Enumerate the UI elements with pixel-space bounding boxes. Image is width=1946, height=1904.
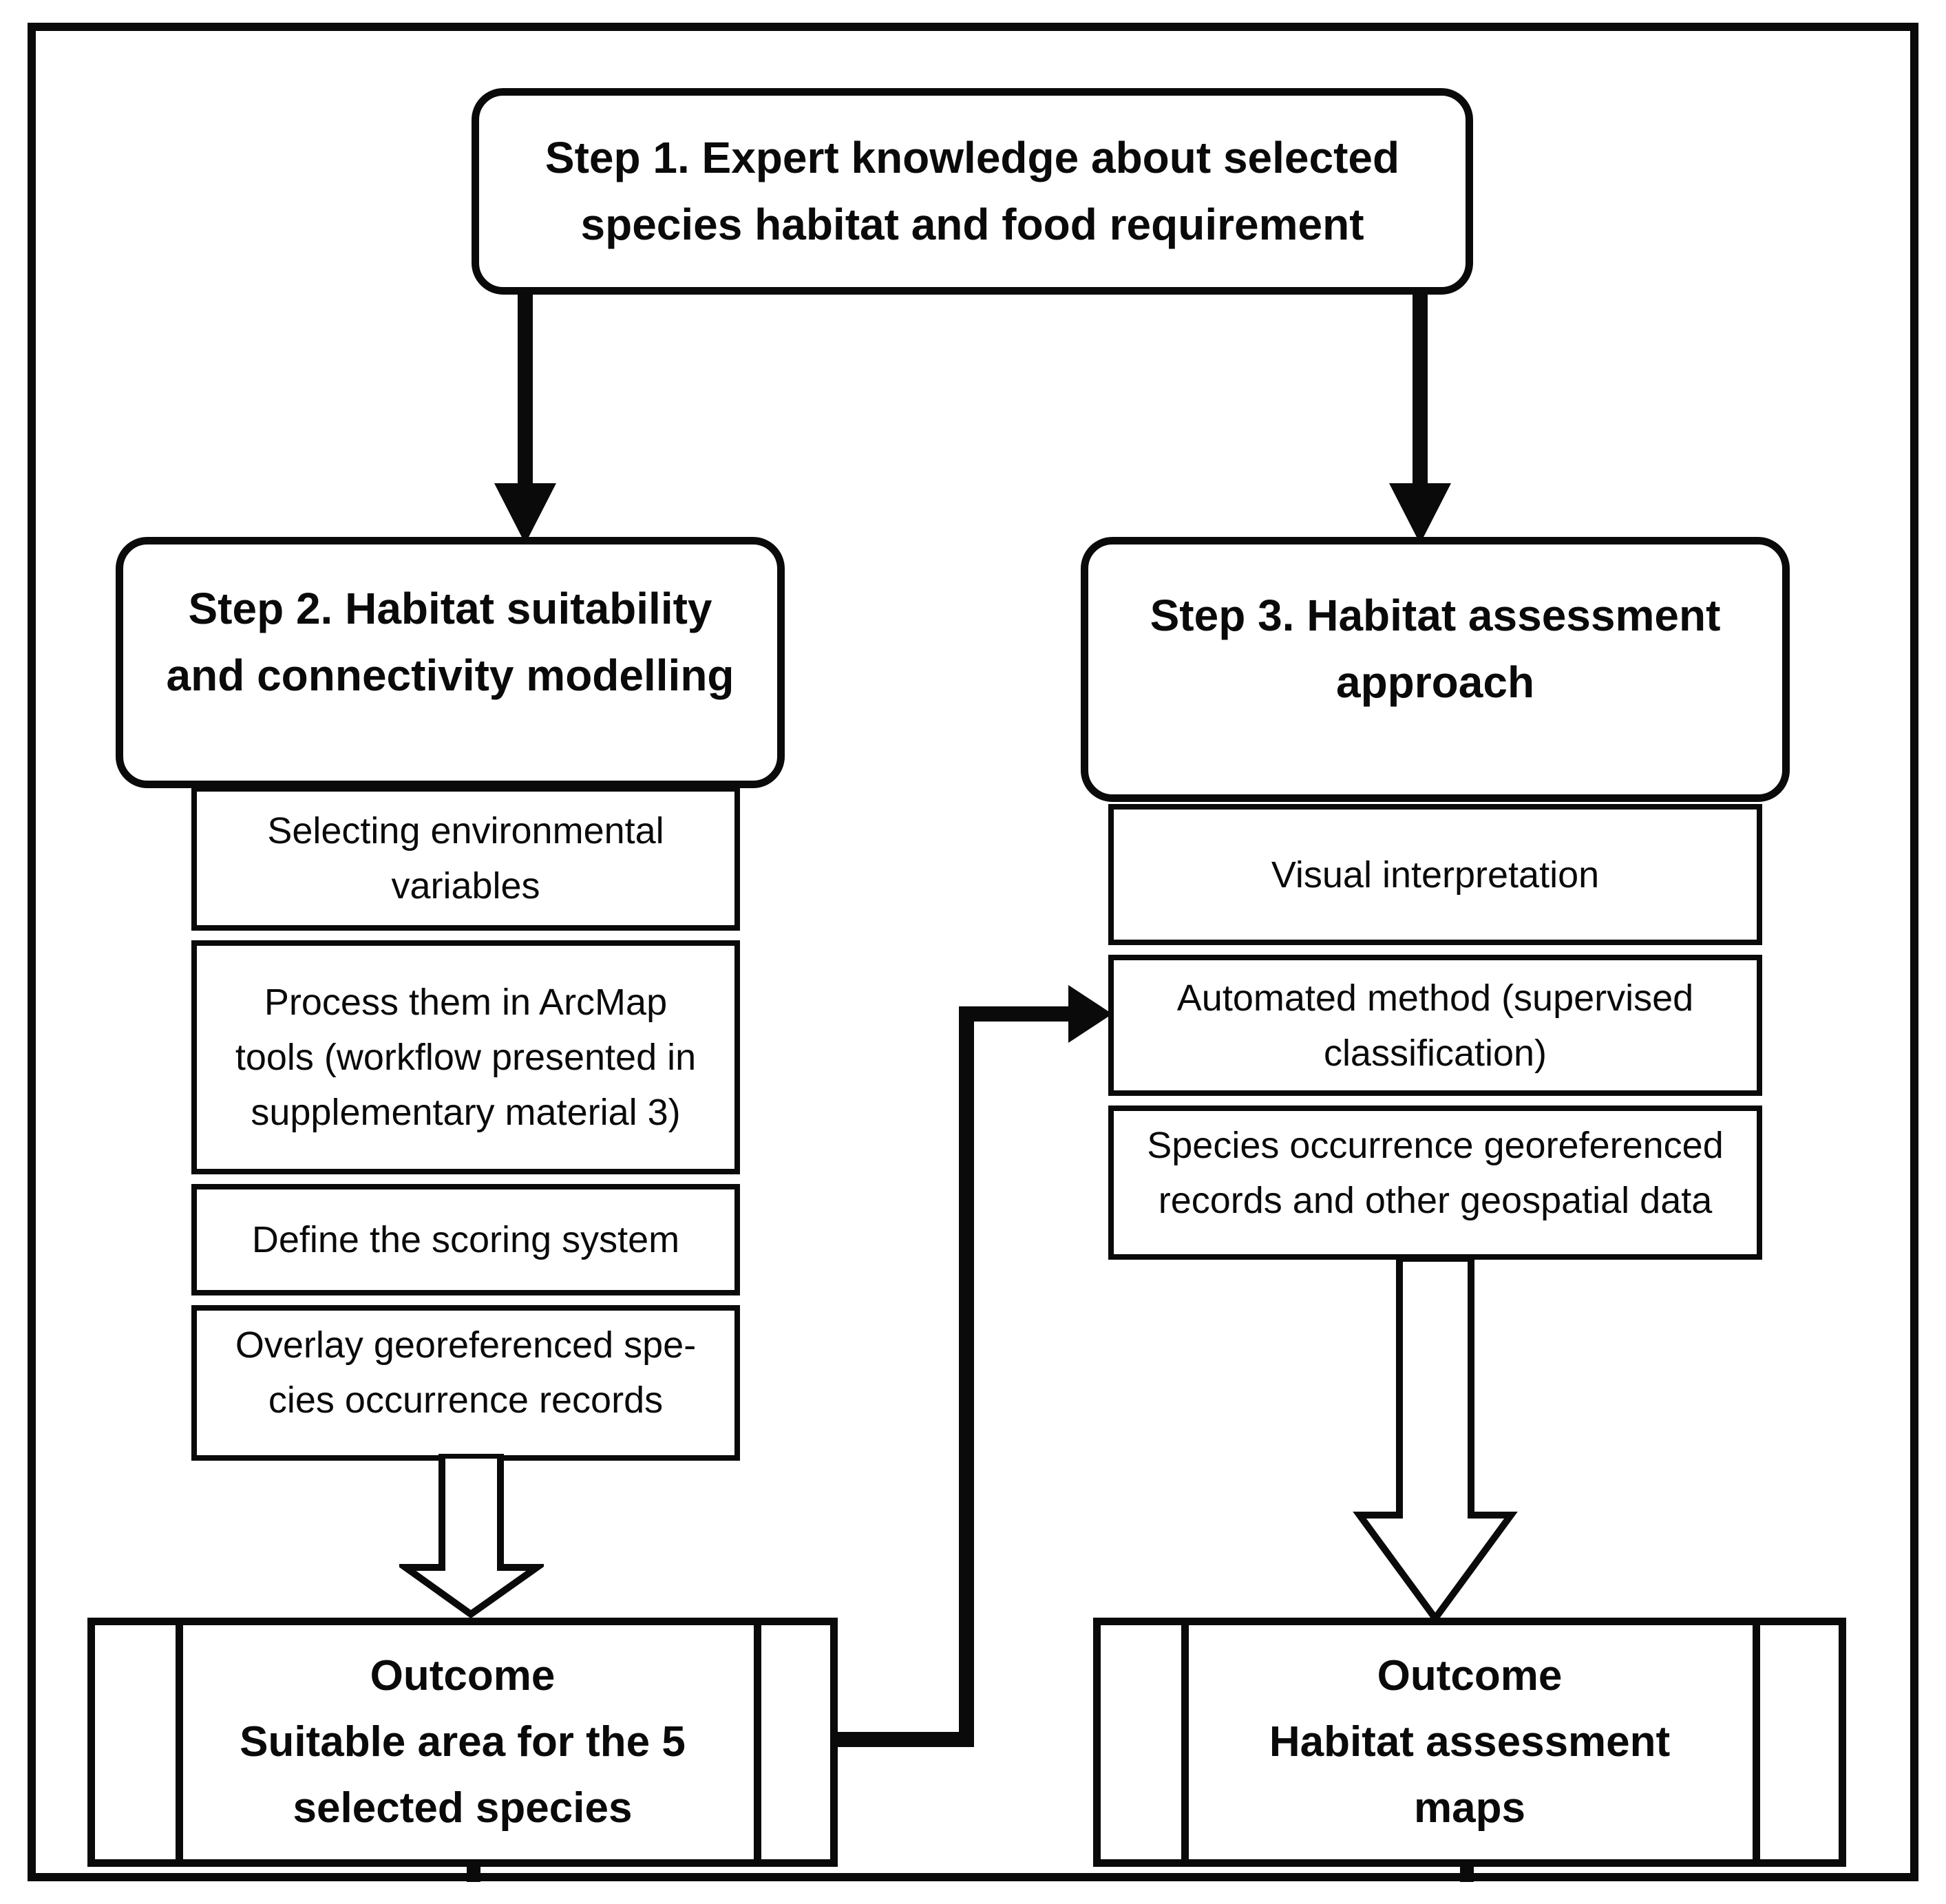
- step3-label: Step 3. Habitat assessment approach: [1150, 590, 1721, 707]
- substep-label: Automated method (supervised classificat…: [1176, 977, 1694, 1074]
- step3-substep-visual-interpretation: Visual interpretation: [1108, 804, 1762, 945]
- elbow-connector-vertical-segment: [959, 1006, 974, 1747]
- outcome-left-box: Outcome Suitable area for the 5 selected…: [87, 1618, 838, 1867]
- right-arrowhead-icon: [1068, 985, 1112, 1043]
- down-arrow-icon: [1413, 291, 1428, 485]
- outcome-right-box: Outcome Habitat assessment maps: [1093, 1618, 1846, 1867]
- outcome-right-inner-bar: [1753, 1625, 1760, 1859]
- outcome-right-label: Outcome Habitat assessment maps: [1269, 1652, 1671, 1832]
- step2-substep-process-arcmap: Process them in ArcMap tools (workflow p…: [191, 940, 740, 1174]
- outcome-right-inner-bar: [1181, 1625, 1189, 1859]
- outcome-left-inner-bar: [176, 1625, 183, 1859]
- step3-substep-automated-method: Automated method (supervised classificat…: [1108, 955, 1762, 1096]
- substep-label: Species occurrence georeferenced records…: [1147, 1125, 1724, 1221]
- step2-label: Step 2. Habitat suitability and connecti…: [166, 583, 734, 700]
- figure-border: [28, 23, 1918, 1881]
- down-arrowhead-icon: [494, 483, 556, 544]
- step2-substep-selecting-variables: Selecting environmental variables: [191, 786, 740, 931]
- step2-substep-scoring-system: Define the scoring system: [191, 1184, 740, 1295]
- step3-substep-species-records: Species occurrence georeferenced records…: [1108, 1106, 1762, 1260]
- hollow-down-arrow-icon: [399, 1454, 544, 1619]
- outcome-left-inner-bar: [754, 1625, 761, 1859]
- connector-stub: [467, 1864, 480, 1882]
- elbow-connector-bottom-segment: [830, 1732, 974, 1747]
- hollow-down-arrow-icon: [1353, 1257, 1518, 1622]
- connector-stub: [1460, 1864, 1474, 1882]
- elbow-connector-top-segment: [959, 1006, 1072, 1022]
- step1-label: Step 1. Expert knowledge about selected …: [544, 133, 1400, 249]
- step3-box: Step 3. Habitat assessment approach: [1081, 537, 1790, 802]
- substep-label: Selecting environmental variables: [267, 810, 664, 907]
- step1-box: Step 1. Expert knowledge about selected …: [472, 88, 1473, 295]
- down-arrowhead-icon: [1389, 483, 1451, 544]
- substep-label: Visual interpretation: [1271, 854, 1600, 896]
- down-arrow-icon: [518, 291, 533, 485]
- step2-substep-overlay-records: Overlay georeferenced spe- cies occurren…: [191, 1305, 740, 1461]
- substep-label: Define the scoring system: [251, 1219, 680, 1260]
- outcome-left-label: Outcome Suitable area for the 5 selected…: [240, 1652, 686, 1832]
- step2-box: Step 2. Habitat suitability and connecti…: [116, 537, 785, 788]
- substep-label: Process them in ArcMap tools (workflow p…: [235, 982, 697, 1133]
- substep-label: Overlay georeferenced spe- cies occurren…: [235, 1324, 697, 1421]
